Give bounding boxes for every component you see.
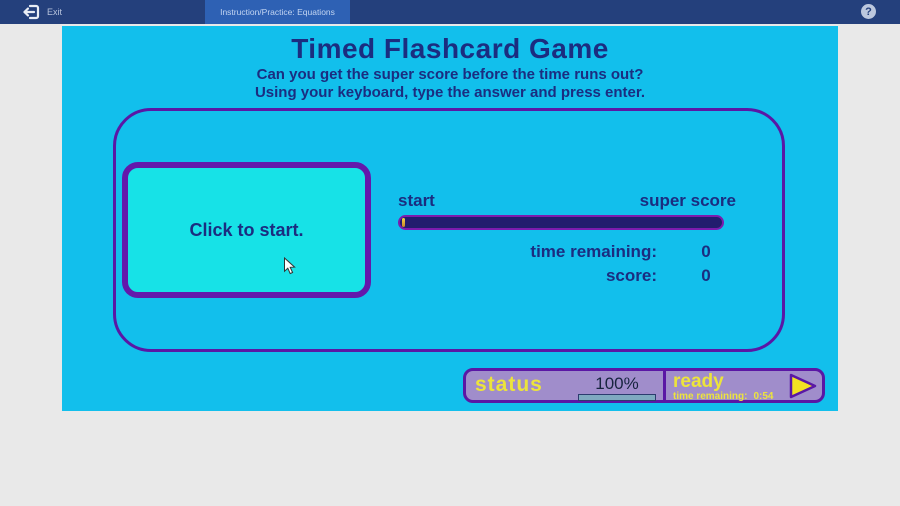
load-progress-fill	[579, 395, 655, 400]
progressbar-labels: start super score	[398, 191, 736, 211]
mouse-cursor-icon	[284, 257, 296, 275]
super-score-progress-fill	[402, 218, 406, 227]
status-time-value: 0:54	[753, 391, 774, 402]
page-title: Timed Flashcard Game	[291, 33, 609, 64]
score-value: 0	[701, 266, 711, 285]
subtitle-line-1: Can you get the super score before the t…	[256, 66, 644, 83]
start-label: start	[398, 191, 435, 210]
score-row: score: 0	[398, 266, 724, 286]
time-remaining-value: 0	[701, 242, 711, 261]
exit-icon	[23, 4, 40, 20]
status-state: ready	[673, 371, 724, 392]
question-mark-icon: ?	[865, 5, 872, 18]
play-button[interactable]	[788, 373, 818, 399]
status-divider	[663, 368, 666, 403]
status-time-label: time remaining:	[673, 391, 748, 402]
flashcard-start-button[interactable]: Click to start.	[122, 162, 371, 298]
flashcard-label: Click to start.	[189, 219, 304, 240]
super-score-label: super score	[639, 191, 736, 210]
top-bar: Exit Instruction/Practice: Equations ?	[0, 0, 900, 24]
time-remaining-label: time remaining:	[530, 242, 657, 261]
tab-instruction-practice-equations[interactable]: Instruction/Practice: Equations	[205, 0, 350, 24]
load-progressbar	[578, 394, 656, 401]
score-label: score:	[605, 266, 657, 285]
exit-label: Exit	[47, 7, 63, 17]
status-panel: status 100% ready time remaining: 0:54	[463, 368, 825, 403]
load-percent: 100%	[595, 374, 639, 393]
game-panel	[113, 108, 785, 352]
tab-label: Instruction/Practice: Equations	[220, 7, 335, 17]
exit-button[interactable]: Exit	[22, 0, 62, 24]
help-button[interactable]: ?	[861, 4, 876, 19]
status-time-remaining: time remaining: 0:54	[673, 391, 773, 402]
super-score-progressbar	[398, 215, 724, 230]
status-label: status	[475, 373, 543, 396]
subtitle-line-2: Using your keyboard, type the answer and…	[254, 84, 646, 101]
play-icon	[789, 373, 817, 399]
game-stage: Timed Flashcard Game Can you get the sup…	[62, 26, 838, 411]
time-remaining-row: time remaining: 0	[398, 242, 724, 262]
